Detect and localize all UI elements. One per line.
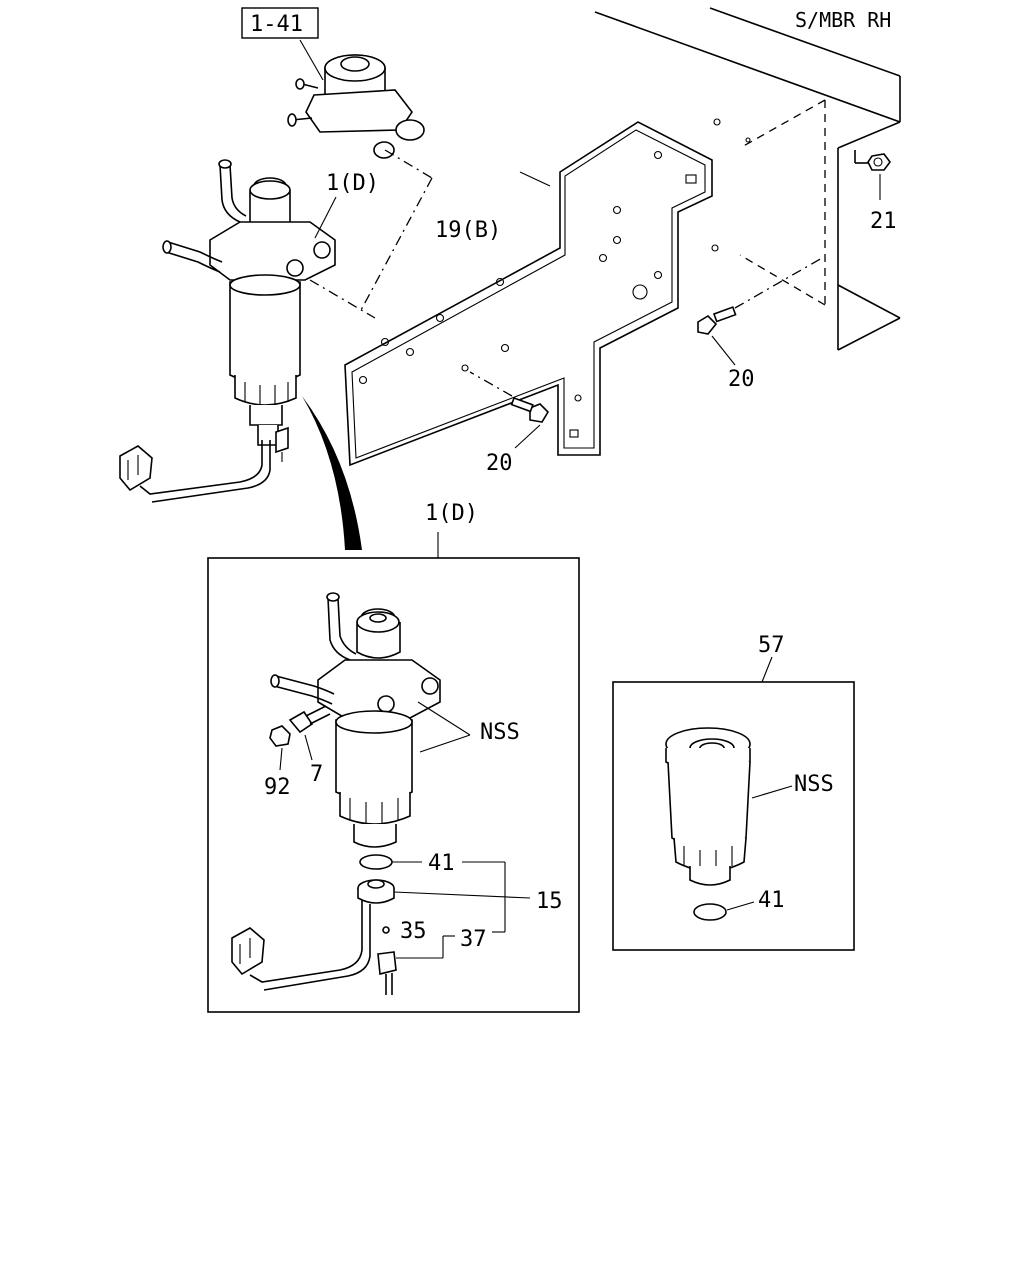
frame-label: S/MBR RH — [795, 8, 891, 32]
detail-box-1d — [207, 532, 580, 1013]
callout-92[interactable]: 92 — [264, 775, 291, 800]
callout-bracket[interactable]: 19(B) — [435, 218, 501, 243]
callout-bolt-right[interactable]: 20 — [728, 367, 755, 392]
ref-box-label[interactable]: 1-41 — [250, 12, 303, 37]
element-box-57 — [612, 656, 855, 951]
fuel-part-1-41 — [287, 39, 433, 179]
callout-37[interactable]: 37 — [460, 927, 487, 952]
callout-detail-nss: NSS — [480, 720, 520, 745]
callout-assy-top[interactable]: 1(D) — [326, 171, 379, 196]
frame-side-member — [519, 7, 901, 351]
bolt-20-right-part — [697, 257, 823, 366]
callout-15[interactable]: 15 — [536, 889, 563, 914]
callout-7[interactable]: 7 — [310, 762, 323, 787]
element-title[interactable]: 57 — [758, 633, 785, 658]
callout-nut[interactable]: 21 — [870, 209, 897, 234]
fuel-filter-assembly-top — [119, 159, 433, 503]
bolt-20-left-part — [469, 371, 550, 449]
callout-detail-41[interactable]: 41 — [428, 851, 455, 876]
callout-element-nss: NSS — [794, 772, 834, 797]
nut-21-part — [854, 150, 891, 200]
mounting-bracket — [344, 121, 713, 467]
ref-box-frame — [241, 7, 319, 39]
detail-title[interactable]: 1(D) — [425, 501, 478, 526]
detail-pointer — [302, 396, 362, 550]
callout-bolt-left[interactable]: 20 — [486, 451, 513, 476]
callout-35[interactable]: 35 — [400, 919, 427, 944]
callout-element-41[interactable]: 41 — [758, 888, 785, 913]
